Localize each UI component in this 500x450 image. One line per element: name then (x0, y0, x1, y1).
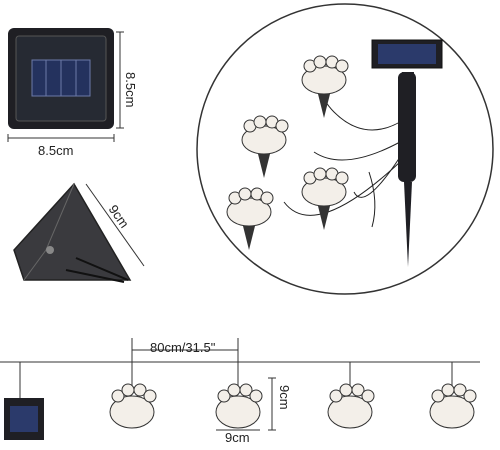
string-layout (0, 320, 500, 450)
panel-width-dimension (6, 133, 116, 143)
paw-width-label: 9cm (225, 430, 250, 445)
panel-height-label: 8.5cm (123, 72, 138, 108)
paw-height-label: 9cm (277, 385, 292, 410)
panel-width-label: 8.5cm (38, 143, 74, 158)
spacing-label: 80cm/31.5" (150, 340, 216, 355)
stake-length-dimension (80, 180, 150, 270)
panel-height-dimension (116, 30, 156, 130)
ground-stake (6, 180, 136, 285)
product-illustration (194, 2, 496, 297)
solar-panel-front (6, 26, 116, 131)
